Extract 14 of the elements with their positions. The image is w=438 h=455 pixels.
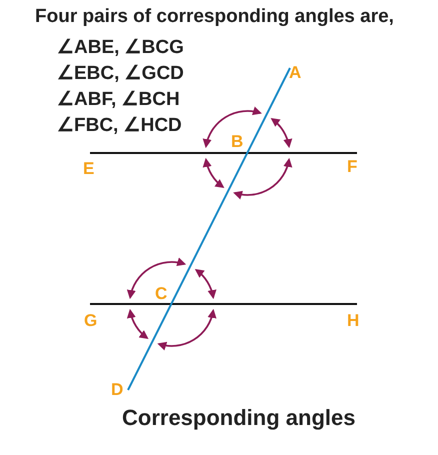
point-label: E (83, 159, 94, 179)
point-label: C (155, 284, 168, 304)
point-label: G (84, 311, 98, 331)
caption: Corresponding angles (122, 405, 356, 431)
heading: Four pairs of corresponding angles are, (35, 6, 394, 28)
point-label: H (347, 311, 360, 331)
point-label: B (231, 132, 244, 152)
angle-pair-text: ∠ABF, ∠BCH (57, 88, 180, 111)
angle-pair-text: ∠EBC, ∠GCD (57, 62, 184, 85)
angle-pair-text: ∠ABE, ∠BCG (57, 36, 184, 59)
point-label: D (111, 380, 124, 400)
point-label: A (289, 63, 302, 83)
point-label: F (347, 157, 358, 177)
angle-pair-text: ∠FBC, ∠HCD (57, 114, 182, 137)
